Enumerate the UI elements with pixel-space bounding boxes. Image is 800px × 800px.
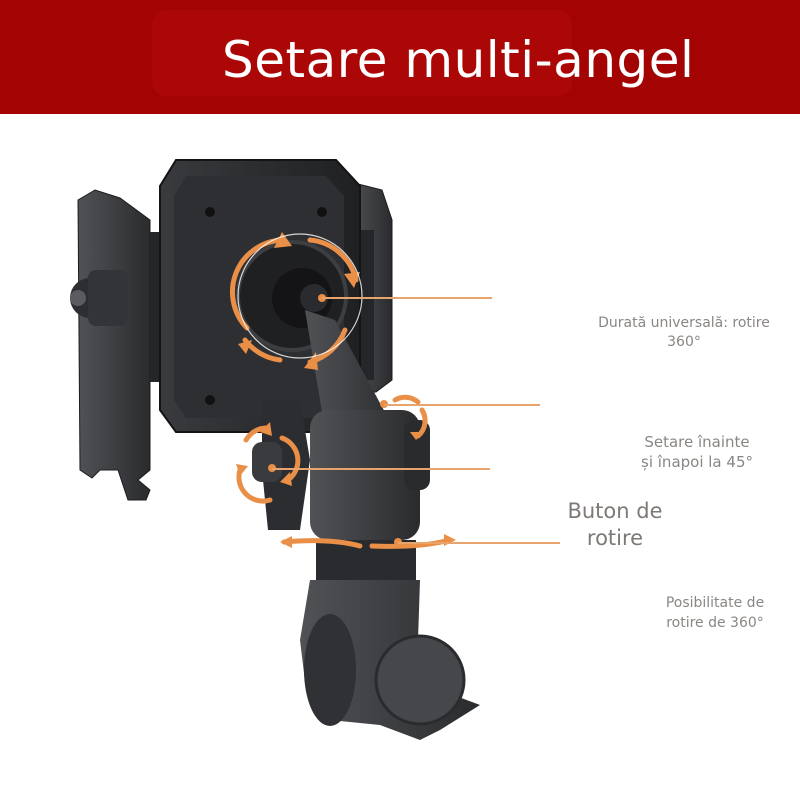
callout-knob-line2: rotire bbox=[586, 526, 644, 550]
page-title: Setare multi-angel bbox=[222, 31, 695, 89]
leader-line-tilt bbox=[384, 404, 540, 406]
callout-base-rotation: Posibilitate de rotire de 360° bbox=[656, 593, 774, 633]
phone-holder-mount-image bbox=[70, 159, 480, 740]
header-banner: Setare multi-angel bbox=[0, 0, 800, 114]
banner-highlight bbox=[152, 10, 572, 96]
callout-universal-line2: 360° bbox=[667, 334, 701, 350]
callout-tilt-line1: Setare înainte bbox=[644, 433, 750, 451]
callout-tilt: Setare înainte și înapoi la 45° bbox=[632, 432, 762, 472]
leader-line-knob bbox=[272, 468, 490, 470]
callout-universal-joint: Durată universală: rotire 360° bbox=[586, 314, 782, 352]
callout-tilt-line2: și înapoi la 45° bbox=[641, 453, 753, 471]
callout-knob-line1: Buton de bbox=[567, 499, 663, 523]
callout-universal-line1: Durată universală: rotire bbox=[598, 315, 770, 331]
callout-base-line1: Posibilitate de bbox=[665, 595, 765, 611]
callout-rotation-knob: Buton de rotire bbox=[560, 498, 670, 552]
callout-base-line2: rotire de 360° bbox=[666, 615, 764, 631]
leader-line-universal bbox=[322, 297, 492, 299]
leader-line-base bbox=[398, 542, 560, 544]
